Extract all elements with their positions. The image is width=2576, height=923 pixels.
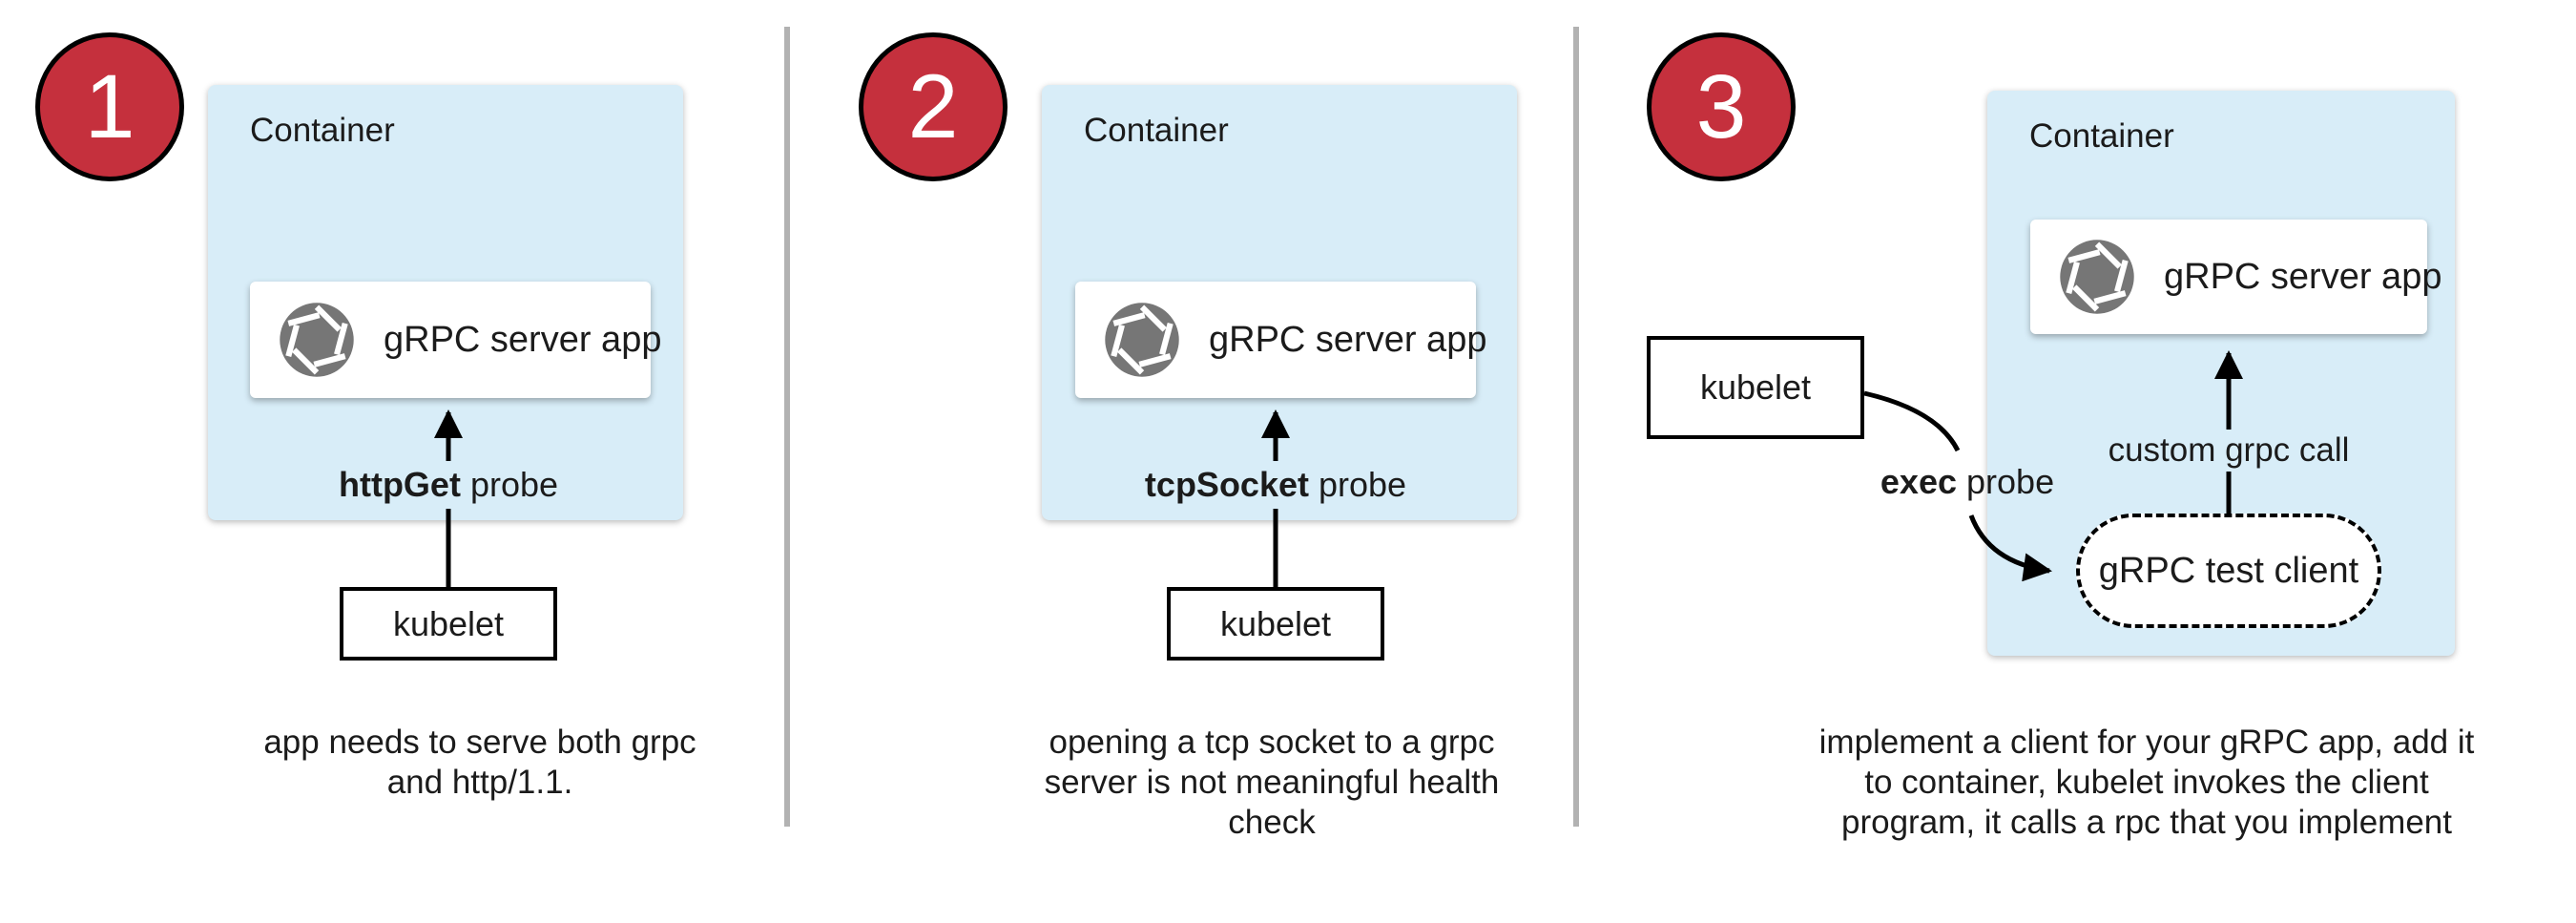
caption-line: server is not meaningful health	[1044, 764, 1500, 801]
kubelet-box-1: kubelet	[340, 587, 557, 661]
panel-divider-1	[784, 27, 790, 827]
container-label-3: Container	[2029, 117, 2174, 155]
aperture-icon	[2060, 240, 2134, 314]
grpc-server-app-card-1: gRPC server app	[250, 282, 661, 398]
step-number: 3	[1695, 55, 1747, 157]
grpc-server-app-card-2: gRPC server app	[1075, 282, 1486, 398]
kubelet-label: kubelet	[1699, 367, 1812, 407]
probe-word: probe	[1308, 465, 1407, 504]
grpc-test-client-label: gRPC test client	[2098, 550, 2359, 591]
caption-line: implement a client for your gRPC app, ad…	[1818, 724, 2475, 761]
caption-line: and http/1.1.	[386, 764, 573, 801]
step-badge-2: 2	[859, 32, 1008, 181]
exec-probe-curve-lower	[1968, 514, 2052, 582]
exec-probe-curve-upper	[1863, 390, 1961, 452]
probe-type: tcpSocket	[1144, 465, 1309, 504]
aperture-icon	[1105, 303, 1179, 377]
step-badge-3: 3	[1647, 32, 1796, 181]
custom-grpc-call-label: custom grpc call	[2098, 430, 2359, 472]
caption-line: opening a tcp socket to a grpc	[1049, 724, 1495, 761]
grpc-server-app-label: gRPC server app	[384, 319, 662, 360]
grpc-server-app-card-3: gRPC server app	[2030, 220, 2441, 334]
probe-type: httpGet	[338, 465, 461, 504]
grpc-server-app-label: gRPC server app	[2164, 256, 2442, 297]
step-badge-1: 1	[35, 32, 184, 181]
kubelet-box-2: kubelet	[1167, 587, 1384, 661]
grpc-server-app-label: gRPC server app	[1209, 319, 1487, 360]
grpc-test-client-box: gRPC test client	[2076, 514, 2381, 628]
kubelet-label: kubelet	[392, 603, 505, 643]
probe-word: probe	[1957, 462, 2055, 501]
caption-line: to container, kubelet invokes the client	[1864, 764, 2429, 801]
caption-1: app needs to serve both grpc and http/1.…	[263, 723, 696, 803]
aperture-icon	[280, 303, 354, 377]
caption-3: implement a client for your gRPC app, ad…	[1819, 723, 2475, 843]
step-number: 1	[84, 55, 135, 157]
probe-label-2: tcpSocket probe	[1132, 461, 1419, 509]
probe-label-1: httpGet probe	[326, 461, 571, 509]
caption-line: program, it calls a rpc that you impleme…	[1841, 804, 2452, 841]
container-label-2: Container	[1084, 112, 1229, 149]
container-label-1: Container	[250, 112, 395, 149]
probe-word: probe	[460, 465, 559, 504]
panel-divider-2	[1573, 27, 1579, 827]
kubelet-label: kubelet	[1219, 603, 1332, 643]
caption-2: opening a tcp socket to a grpc server is…	[1045, 723, 1500, 843]
probe-type: exec	[1880, 462, 1958, 501]
step-number: 2	[907, 55, 959, 157]
caption-line: app needs to serve both grpc	[263, 724, 696, 761]
caption-line: check	[1228, 804, 1316, 841]
kubelet-box-3: kubelet	[1647, 336, 1864, 439]
probe-label-3: exec probe	[1880, 462, 2054, 502]
